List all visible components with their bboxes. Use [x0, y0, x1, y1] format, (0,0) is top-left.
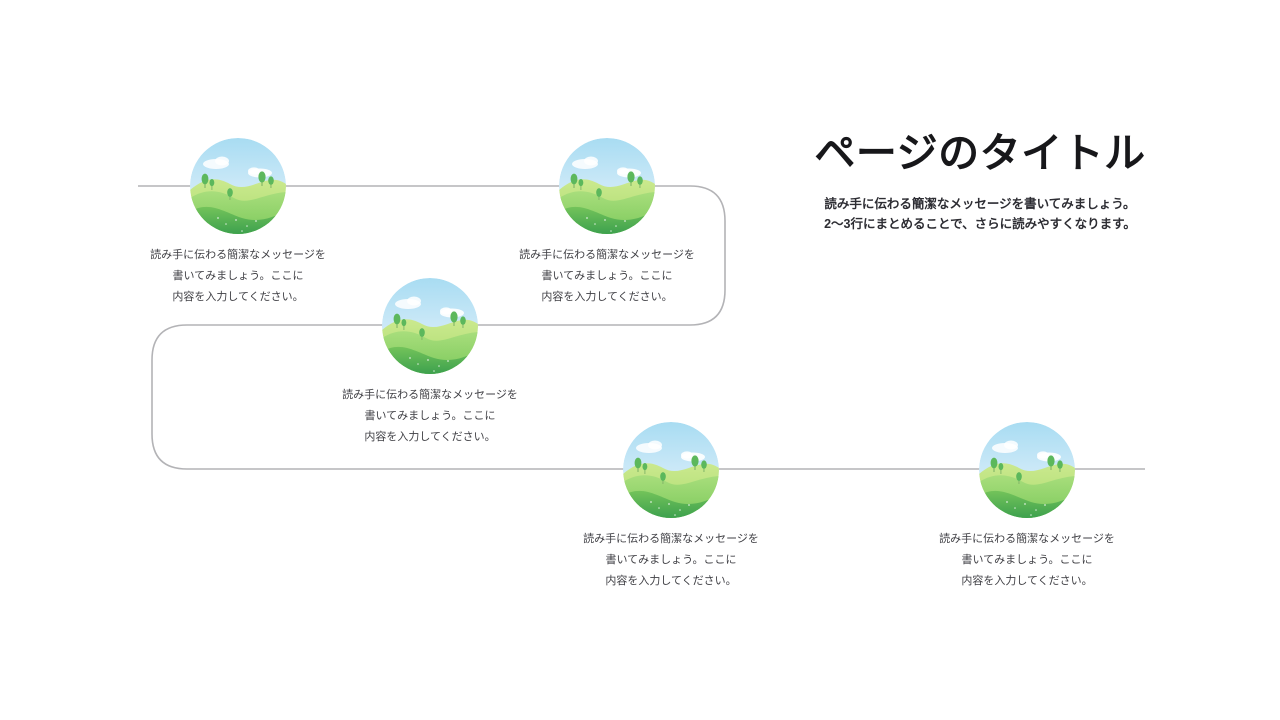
- node-5-caption-line-1: 読み手に伝わる簡潔なメッセージを: [939, 533, 1115, 545]
- landscape-hills-icon: [979, 422, 1075, 518]
- landscape-hills-icon: [190, 138, 286, 234]
- node-4-caption: 読み手に伝わる簡潔なメッセージを 書いてみましょう。ここに 内容を入力してくださ…: [571, 529, 771, 593]
- node-5-caption: 読み手に伝わる簡潔なメッセージを 書いてみましょう。ここに 内容を入力してくださ…: [927, 529, 1127, 593]
- landscape-hills-icon: [559, 138, 655, 234]
- node-2-caption-line-3: 内容を入力してください。: [541, 291, 673, 304]
- timeline-node-2[interactable]: 読み手に伝わる簡潔なメッセージを 書いてみましょう。ここに 内容を入力してくださ…: [507, 138, 707, 309]
- node-1-caption-line-3: 内容を入力してください。: [172, 291, 304, 304]
- page-subtitle-line-1: 読み手に伝わる簡潔なメッセージを書いてみましょう。: [824, 196, 1136, 211]
- timeline-node-5[interactable]: 読み手に伝わる簡潔なメッセージを 書いてみましょう。ここに 内容を入力してくださ…: [927, 422, 1127, 593]
- node-5-caption-line-3: 内容を入力してください。: [961, 575, 1093, 588]
- node-2-caption-line-2: 書いてみましょう。ここに: [541, 270, 673, 283]
- timeline-node-1[interactable]: 読み手に伝わる簡潔なメッセージを 書いてみましょう。ここに 内容を入力してくださ…: [138, 138, 338, 309]
- node-5-image-wrap: [979, 422, 1075, 518]
- node-2-caption-line-1: 読み手に伝わる簡潔なメッセージを: [519, 249, 695, 261]
- title-block: ページのタイトル 読み手に伝わる簡潔なメッセージを書いてみましょう。 2〜3行に…: [790, 130, 1170, 235]
- node-4-caption-line-2: 書いてみましょう。ここに: [605, 554, 737, 567]
- node-3-image-wrap: [382, 278, 478, 374]
- page-subtitle-line-2: 2〜3行にまとめることで、さらに読みやすくなります。: [824, 217, 1136, 232]
- node-4-caption-line-3: 内容を入力してください。: [605, 575, 737, 588]
- node-1-caption-line-2: 書いてみましょう。ここに: [172, 270, 304, 283]
- node-1-image-wrap: [190, 138, 286, 234]
- node-3-caption-line-1: 読み手に伝わる簡潔なメッセージを: [342, 389, 518, 401]
- page-subtitle: 読み手に伝わる簡潔なメッセージを書いてみましょう。 2〜3行にまとめることで、さ…: [790, 194, 1170, 235]
- node-2-image-wrap: [559, 138, 655, 234]
- node-3-caption-line-3: 内容を入力してください。: [364, 431, 496, 444]
- node-3-caption: 読み手に伝わる簡潔なメッセージを 書いてみましょう。ここに 内容を入力してくださ…: [330, 385, 530, 449]
- node-1-caption-line-1: 読み手に伝わる簡潔なメッセージを: [150, 249, 326, 261]
- node-4-caption-line-1: 読み手に伝わる簡潔なメッセージを: [583, 533, 759, 545]
- page-title: ページのタイトル: [814, 130, 1146, 176]
- timeline-node-4[interactable]: 読み手に伝わる簡潔なメッセージを 書いてみましょう。ここに 内容を入力してくださ…: [571, 422, 771, 593]
- node-1-caption: 読み手に伝わる簡潔なメッセージを 書いてみましょう。ここに 内容を入力してくださ…: [138, 245, 338, 309]
- node-2-caption: 読み手に伝わる簡潔なメッセージを 書いてみましょう。ここに 内容を入力してくださ…: [507, 245, 707, 309]
- node-5-caption-line-2: 書いてみましょう。ここに: [961, 554, 1093, 567]
- landscape-hills-icon: [382, 278, 478, 374]
- landscape-hills-icon: [623, 422, 719, 518]
- node-4-image-wrap: [623, 422, 719, 518]
- timeline-node-3[interactable]: 読み手に伝わる簡潔なメッセージを 書いてみましょう。ここに 内容を入力してくださ…: [330, 278, 530, 449]
- node-3-caption-line-2: 書いてみましょう。ここに: [364, 410, 496, 423]
